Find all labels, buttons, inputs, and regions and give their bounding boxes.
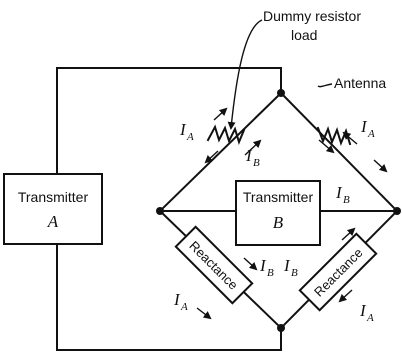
transmitter-a-box: Transmitter A: [3, 173, 103, 245]
arrow-ia-bottom-left: [196, 307, 212, 320]
antenna-label: Antenna: [334, 75, 386, 91]
arrow-ib-left-up: [244, 139, 262, 156]
dummy-load-label-line1: Dummy resistor: [263, 8, 361, 24]
junction-nodes: [156, 89, 401, 332]
svg-text:B: B: [253, 157, 260, 169]
arrow-ia-left-down: [204, 150, 219, 164]
current-label-ia-lower-right: I A: [359, 301, 374, 324]
arrow-ia-right-up: [342, 131, 358, 145]
current-label-ia-upper-left: I A: [179, 120, 194, 143]
transmitter-a-letter: A: [47, 212, 59, 231]
svg-text:I: I: [173, 290, 181, 309]
svg-text:B: B: [343, 194, 350, 206]
arrow-ia-bottom-right: [338, 289, 353, 303]
transmitter-a-title: Transmitter: [18, 189, 89, 205]
current-label-ib-center-left: I B: [259, 256, 274, 279]
svg-text:B: B: [267, 267, 274, 279]
current-label-ib-upper-right: I B: [335, 183, 350, 206]
current-label-ib-center-right: I B: [283, 256, 298, 279]
svg-text:I: I: [359, 301, 367, 320]
transmitter-b-title: Transmitter: [243, 189, 314, 205]
svg-text:B: B: [291, 267, 298, 279]
dummy-resistor-zigzag: [206, 124, 246, 145]
feed-wires: [56, 67, 282, 351]
arrow-ib-right-down: [318, 139, 335, 154]
svg-text:A: A: [180, 301, 188, 313]
svg-text:A: A: [367, 128, 375, 140]
current-label-ia-upper-right: I A: [360, 117, 375, 140]
arrow-ia-right-down: [373, 159, 388, 173]
current-arrows: [196, 107, 388, 320]
dummy-load-pointer: [227, 19, 263, 130]
svg-text:I: I: [245, 146, 253, 165]
svg-text:I: I: [259, 256, 267, 275]
svg-text:I: I: [360, 117, 368, 136]
arrow-ia-left-up: [213, 107, 228, 121]
current-label-ib-upper-left: I B: [245, 146, 260, 169]
antenna-pointer: [317, 83, 333, 88]
transmitter-b-letter: B: [273, 213, 284, 232]
current-label-ia-lower-left: I A: [173, 290, 188, 313]
dummy-load-label-line2: load: [291, 27, 317, 43]
svg-text:I: I: [179, 120, 187, 139]
arrow-ib-bottom-right: [341, 227, 356, 241]
svg-text:I: I: [335, 183, 343, 202]
svg-text:A: A: [186, 131, 194, 143]
svg-text:I: I: [283, 256, 291, 275]
arrow-ib-bottom-left: [243, 257, 258, 271]
transmitter-b-box: Transmitter B: [235, 180, 321, 246]
svg-text:A: A: [366, 312, 374, 324]
